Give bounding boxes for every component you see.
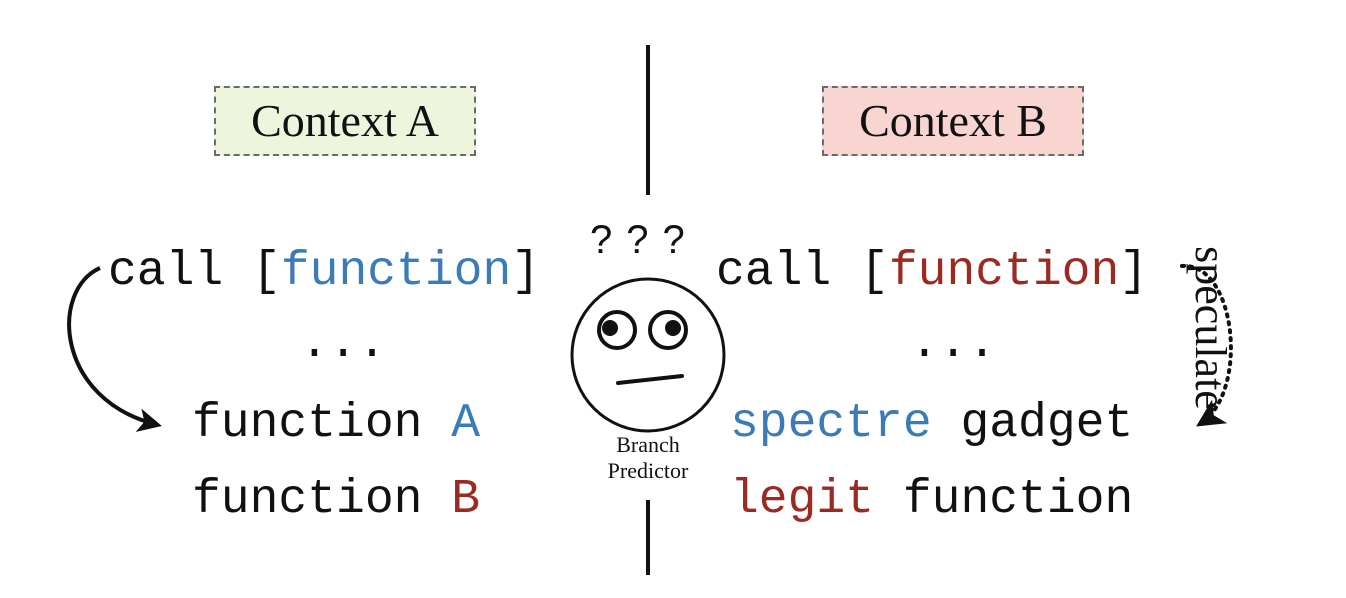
call-suffix: ] — [1119, 245, 1149, 299]
speculate-arrow-icon — [1180, 263, 1233, 427]
function-b-line: function B — [192, 474, 480, 526]
function-b-name: B — [451, 473, 481, 527]
branch-predictor-label-line2: Predictor — [607, 458, 689, 483]
context-a-call-line: call [function] — [108, 246, 540, 298]
call-target: function — [280, 245, 512, 299]
legit-function-line: legit function — [730, 474, 1133, 526]
legit-rest: function — [874, 473, 1134, 527]
call-target: function — [888, 245, 1120, 299]
call-prefix: call [ — [716, 245, 889, 299]
context-a-label: Context A — [214, 86, 476, 156]
confused-face-icon — [570, 277, 726, 433]
function-a-line: function A — [192, 398, 480, 450]
branch-arrow-icon — [67, 266, 162, 432]
context-a-ellipsis: ... — [300, 317, 387, 371]
context-b-ellipsis: ... — [910, 317, 997, 371]
function-b-prefix: function — [192, 473, 452, 527]
function-a-prefix: function — [192, 397, 452, 451]
context-b-label: Context B — [822, 86, 1084, 156]
gadget-rest: gadget — [931, 397, 1134, 451]
context-divider-bottom — [646, 500, 650, 575]
branch-predictor-label: Branch Predictor — [578, 432, 718, 484]
branch-predictor-label-line1: Branch — [616, 432, 680, 457]
call-suffix: ] — [511, 245, 541, 299]
context-b-call-line: call [function] — [716, 246, 1148, 298]
spectre-highlight: spectre — [730, 397, 932, 451]
call-prefix: call [ — [108, 245, 281, 299]
question-marks: ??? — [590, 218, 699, 262]
legit-highlight: legit — [730, 473, 875, 527]
context-divider-top — [646, 45, 650, 195]
spectre-gadget-line: spectre gadget — [730, 398, 1133, 450]
function-a-name: A — [451, 397, 481, 451]
